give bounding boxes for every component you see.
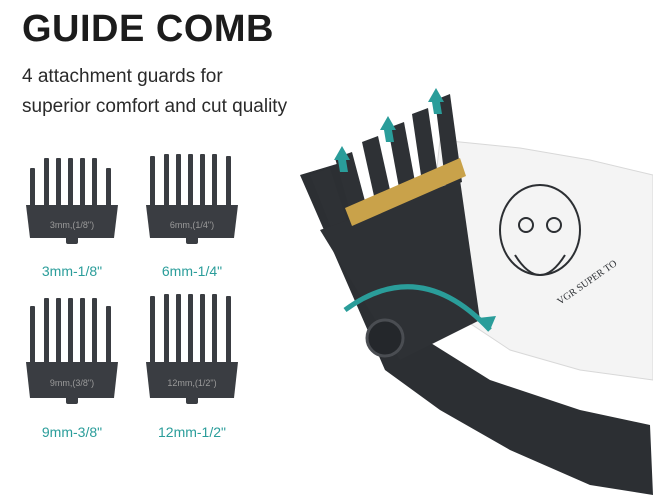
guard-comb-12mm: 12mm,(1/2")	[146, 294, 238, 404]
guard-stamp-3mm: 3mm,(1/8")	[50, 220, 94, 230]
rotation-arrow	[343, 284, 492, 332]
clipper-illustration: VGR SUPER TO	[300, 88, 653, 495]
guard-stamp-6mm: 6mm,(1/4")	[170, 220, 214, 230]
guard-label-9mm: 9mm-3/8"	[41, 424, 103, 440]
guard-label-12mm: 12mm-1/2"	[158, 424, 226, 440]
guard-stamp-9mm: 9mm,(3/8")	[50, 378, 94, 388]
subtitle: 4 attachment guards for superior comfort…	[22, 62, 287, 122]
clipper-housing	[300, 160, 653, 495]
guard-label-3mm: 3mm-1/8"	[41, 263, 103, 279]
guard-comb-6mm: 6mm,(1/4")	[146, 154, 238, 244]
adjust-arrows	[334, 88, 444, 172]
subtitle-line-1: 4 attachment guards for	[22, 66, 223, 87]
guard-comb-9mm: 9mm,(3/8")	[26, 298, 118, 404]
guard-label-6mm: 6mm-1/4"	[161, 263, 223, 279]
guard-comb-3mm: 3mm,(1/8")	[26, 158, 118, 244]
clipper-blade	[345, 158, 466, 226]
subtitle-line-2: superior comfort and cut quality	[22, 96, 288, 117]
adjust-knob	[365, 318, 405, 358]
guard-stamp-12mm: 12mm,(1/2")	[167, 378, 216, 388]
page-title: GUIDE COMB	[22, 8, 274, 50]
skull-print	[499, 184, 581, 276]
guard-on-clipper	[310, 94, 480, 360]
